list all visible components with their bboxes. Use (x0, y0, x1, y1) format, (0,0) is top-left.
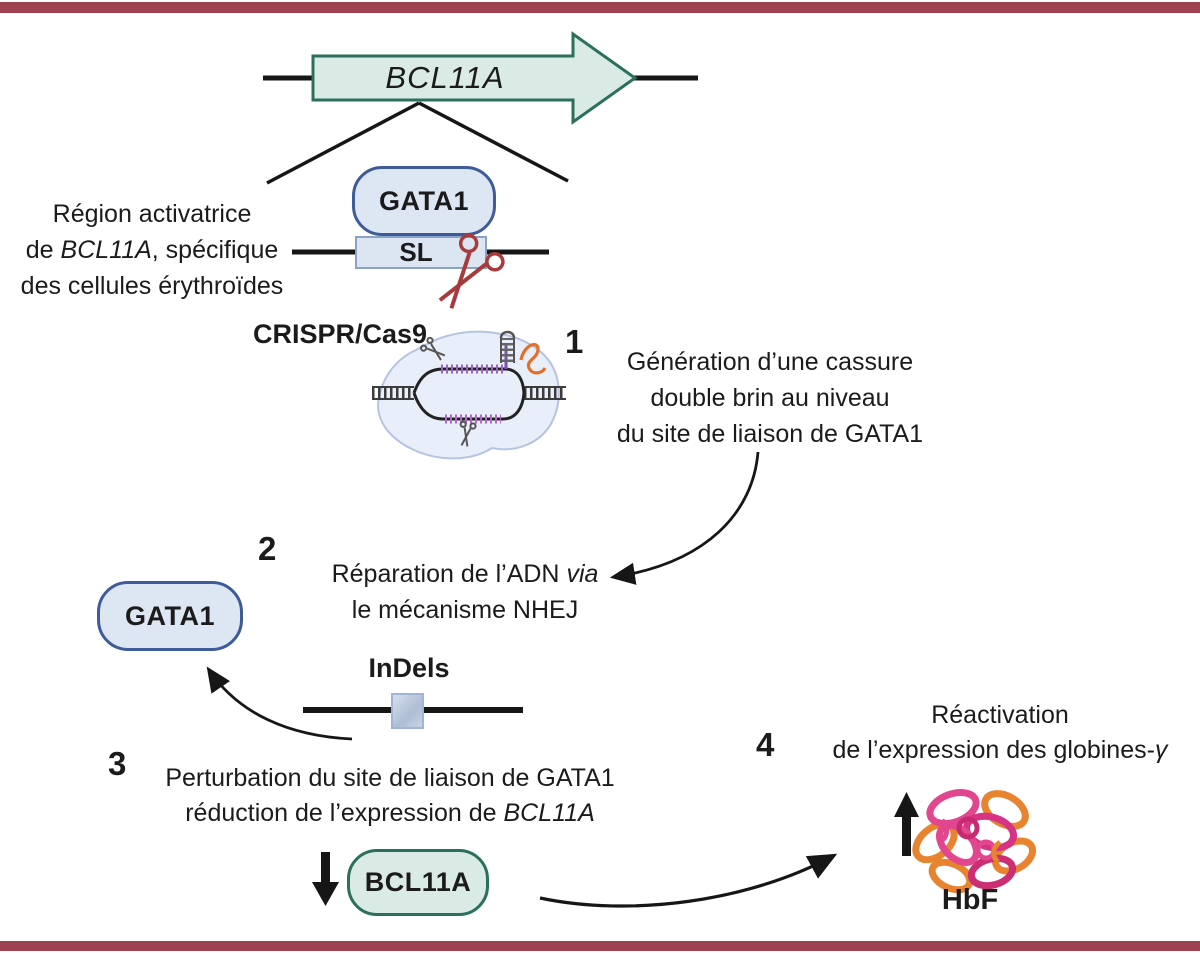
enhancer-caption-line3: des cellules érythroïdes (20, 272, 284, 300)
curved-arrow-bcl11a-to-hbf (539, 853, 838, 908)
hbf-molecule-icon (912, 788, 1036, 894)
bcl11a-protein-reduced: BCL11A (347, 849, 489, 916)
step1-line3: du site de liaison de GATA1 (616, 420, 924, 448)
enhancer-caption-line1: Région activatrice (52, 200, 252, 228)
step4-line1: Réactivation (931, 701, 1069, 729)
step2-via: via (566, 560, 599, 588)
enhancer-caption-line2-pre: de (25, 236, 61, 264)
hbf-label: HbF (941, 884, 999, 916)
enhancer-caption-line2-post: , spécifique (151, 236, 279, 264)
step4-gamma: γ (1154, 736, 1168, 764)
crispr-cas9-label: CRISPR/Cas9 (253, 319, 428, 349)
step4-text: Réactivation de l’expression des globine… (805, 698, 1195, 768)
step4-number: 4 (756, 726, 775, 763)
curved-arrow-step1-to-step2 (609, 451, 760, 585)
step1-number: 1 (565, 323, 584, 360)
step2-line1-pre: Réparation de l’ADN (331, 560, 567, 588)
sl-binding-site-box: SL (355, 236, 487, 269)
step3-line2-pre: réduction de l’expression de (185, 799, 504, 827)
step2-line2: le mécanisme NHEJ (351, 596, 579, 624)
indels-label: InDels (368, 653, 450, 683)
step3-number: 3 (108, 745, 127, 782)
enhancer-caption: Région activatrice de BCL11A, spécifique… (2, 196, 302, 304)
enhancer-caption-gene: BCL11A (60, 236, 152, 264)
gata1-top-label: GATA1 (379, 185, 469, 216)
curved-arrow-indels-to-gata1 (206, 666, 353, 741)
tracr-rna-squiggle (519, 342, 547, 375)
gata1-side-label: GATA1 (125, 600, 215, 631)
top-frame-bar (0, 2, 1200, 13)
bcl11a-pill-label: BCL11A (364, 867, 472, 897)
up-arrow-icon (894, 792, 919, 856)
down-arrow-icon (312, 852, 339, 906)
step3-text: Perturbation du site de liaison de GATA1… (110, 761, 670, 831)
step3-line1: Perturbation du site de liaison de GATA1 (165, 764, 615, 792)
gata1-protein-top: GATA1 (352, 166, 496, 236)
bottom-frame-bar (0, 941, 1200, 951)
step4-line2-pre: de l’expression des globines- (832, 736, 1155, 764)
sl-box-label: SL (399, 237, 433, 267)
step3-gene: BCL11A (503, 799, 595, 827)
step2-number: 2 (258, 530, 277, 567)
step1-line1: Génération d’une cassure (626, 348, 914, 376)
indel-mutation-box (391, 693, 424, 729)
step1-line2: double brin au niveau (650, 384, 890, 412)
step1-text: Génération d’une cassure double brin au … (575, 344, 965, 452)
gene-arrow-label: BCL11A (385, 60, 505, 95)
step2-text: Réparation de l’ADN via le mécanisme NHE… (295, 556, 635, 628)
mini-scissors-icon (459, 420, 477, 447)
gata1-protein-displaced: GATA1 (97, 581, 243, 651)
